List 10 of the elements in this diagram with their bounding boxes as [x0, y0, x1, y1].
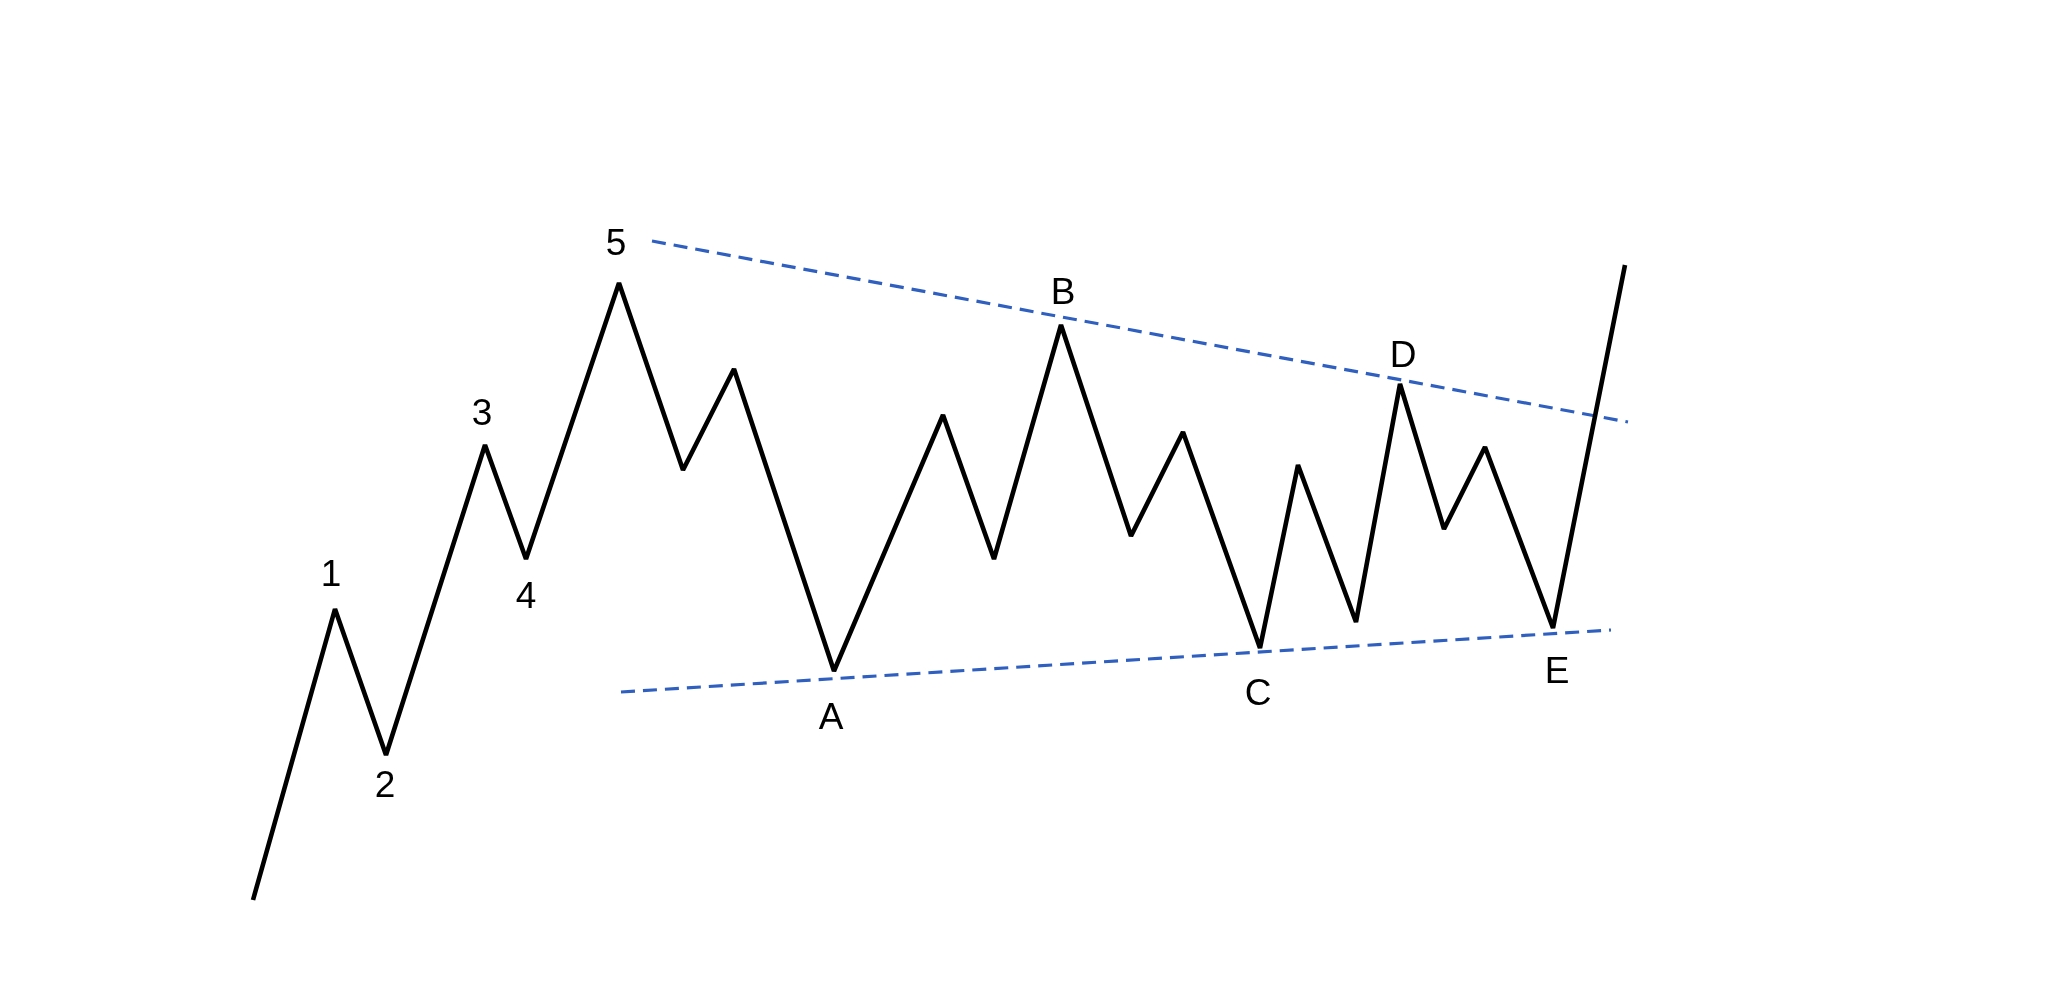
wave-point-label: 5: [605, 223, 627, 261]
wave-point-label: 4: [515, 576, 537, 614]
wave-point-label: A: [818, 697, 844, 735]
wave-point-label: B: [1050, 272, 1076, 310]
wave-point-label: 2: [374, 765, 396, 803]
wave-point-label: 3: [471, 393, 493, 431]
wave-point-label: C: [1244, 673, 1272, 711]
wave-point-label: 1: [320, 554, 342, 592]
wave-point-label: E: [1544, 651, 1570, 689]
wave-point-label: D: [1389, 335, 1417, 373]
